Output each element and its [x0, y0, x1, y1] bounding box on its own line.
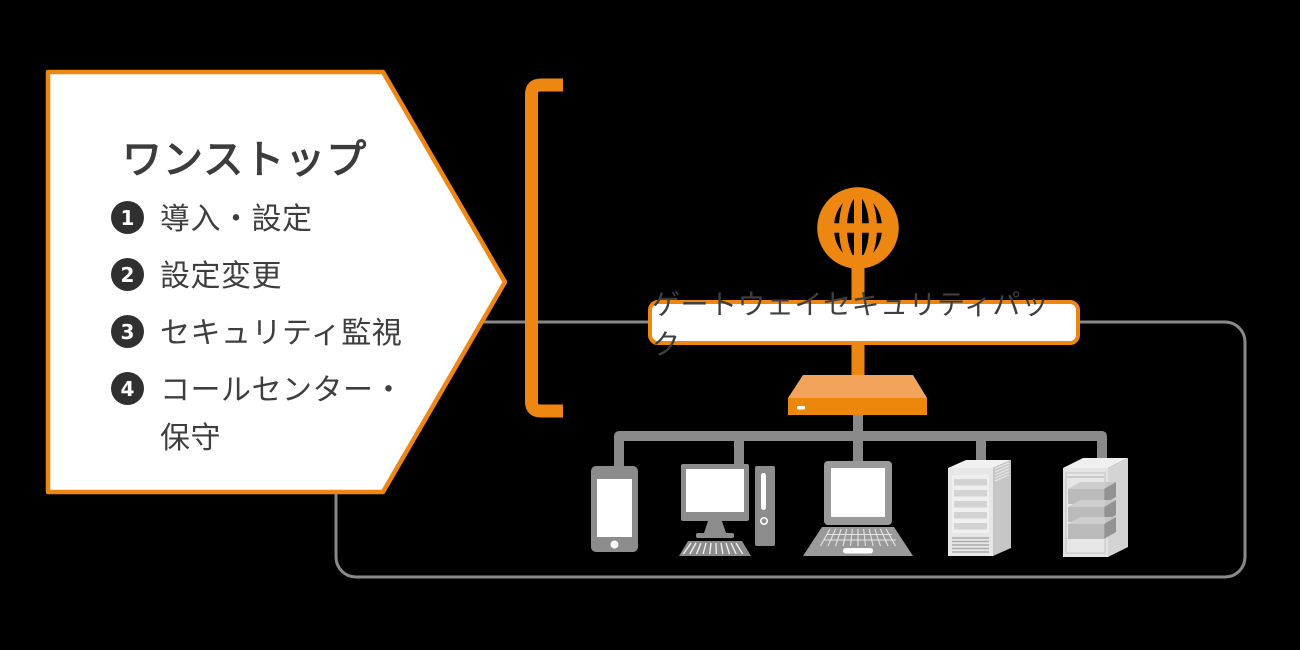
numbered-badge-3: 3 [111, 315, 144, 348]
onestop-item-2: 2 設定変更 [111, 253, 471, 301]
numbered-badge-2: 2 [111, 258, 144, 291]
onestop-item-4-line1: コールセンター・ [160, 373, 404, 408]
onestop-item-2-label: 設定変更 [160, 259, 282, 294]
storage-server-icon [1063, 458, 1128, 557]
smartphone-icon [591, 466, 638, 552]
globe-icon [817, 187, 899, 269]
numbered-badge-4: 4 [111, 372, 144, 405]
laptop-icon [803, 461, 913, 556]
gateway-label: ゲートウェイセキュリティパック [648, 288, 1080, 361]
bracket-icon [525, 78, 563, 418]
server-icon [948, 460, 1011, 556]
onestop-item-4-line2: 保守 [160, 421, 221, 456]
onestop-item-3-label: セキュリティ監視 [160, 316, 403, 351]
desktop-pc-icon [679, 464, 775, 556]
router-icon [788, 375, 927, 415]
onestop-title: ワンストップ [122, 137, 368, 183]
onestop-arrow-panel [45, 69, 508, 495]
onestop-item-1: 1 導入・設定 [111, 196, 471, 244]
onestop-item-4-label: コールセンター・ 保守 [160, 367, 404, 463]
onestop-item-3: 3 セキュリティ監視 [111, 310, 471, 358]
onestop-item-1-label: 導入・設定 [160, 202, 313, 237]
onestop-item-4: 4 コールセンター・ 保守 [111, 367, 471, 463]
onestop-list: 1 導入・設定 2 設定変更 3 セキュリティ監視 4 コールセンター・ 保守 [111, 196, 471, 472]
numbered-badge-1: 1 [111, 201, 144, 234]
